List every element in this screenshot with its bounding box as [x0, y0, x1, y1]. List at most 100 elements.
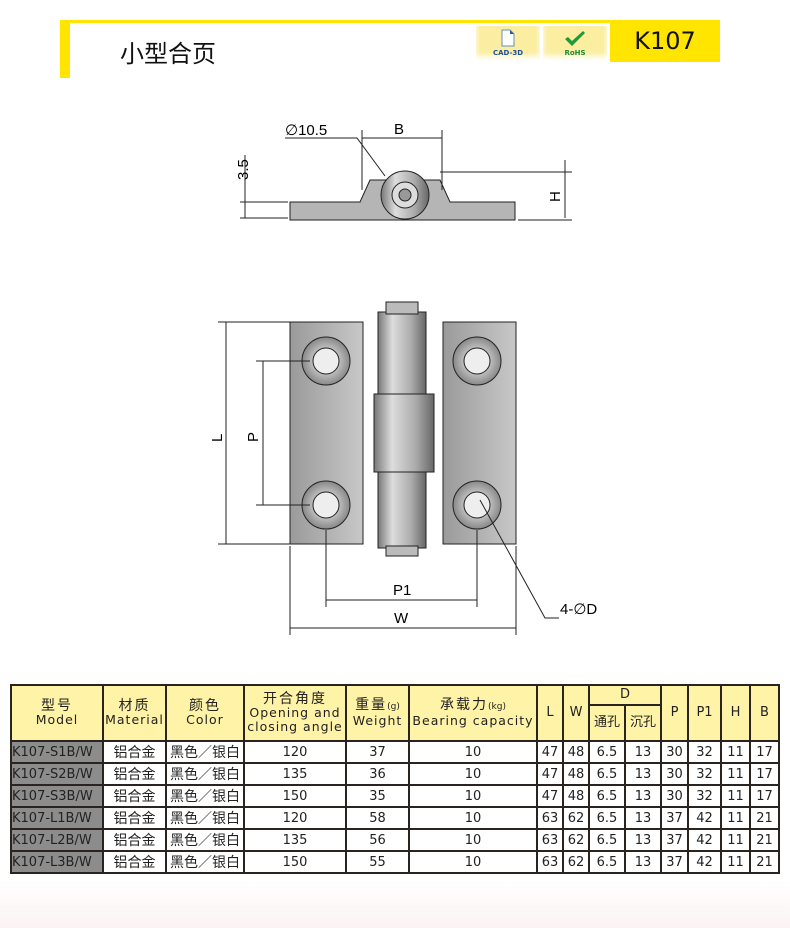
table-cell: 10 — [408, 740, 538, 764]
hinge-drawing: ∅10.5 B 3.5 H L P P1 W 4-∅D — [209, 121, 597, 635]
table-cell: 63 — [536, 850, 564, 874]
table-cell: 黑色／银白 — [165, 762, 245, 786]
table-cell: 58 — [345, 806, 410, 830]
table-cell: 120 — [243, 806, 347, 830]
table-cell: 37 — [345, 740, 410, 764]
table-cell: 11 — [720, 850, 751, 874]
table-cell: 37 — [660, 828, 689, 852]
dim-3-5: 3.5 — [235, 159, 252, 180]
table-cell: 37 — [660, 806, 689, 830]
table-cell: 135 — [243, 762, 347, 786]
header-angle-en1: Opening and — [249, 705, 341, 720]
header-angle-en2: closing angle — [247, 719, 343, 734]
table-cell: 铝合金 — [102, 740, 167, 764]
header-color-cn: 颜色 — [189, 698, 221, 714]
table-cell: 120 — [243, 740, 347, 764]
table-cell: 铝合金 — [102, 850, 167, 874]
rohs-badge[interactable]: RoHS — [543, 26, 607, 62]
model-cell: K107-S3B/W — [10, 784, 104, 808]
header-weight-cn: 重量 — [355, 697, 388, 713]
table-cell: 13 — [624, 850, 662, 874]
table-cell: 30 — [660, 740, 689, 764]
table-cell: 铝合金 — [102, 762, 167, 786]
table-cell: 42 — [687, 850, 722, 874]
header-h: H — [720, 684, 751, 742]
header-model-cn: 型号 — [41, 698, 73, 714]
header-bearing-en: Bearing capacity — [412, 713, 534, 728]
table-cell: 10 — [408, 828, 538, 852]
page-footer-fade — [0, 880, 790, 928]
dim-p1: P1 — [393, 582, 411, 599]
table-cell: 黑色／银白 — [165, 850, 245, 874]
table-cell: 36 — [345, 762, 410, 786]
table-cell: 11 — [720, 806, 751, 830]
model-number: K107 — [610, 21, 720, 62]
header-d: D — [588, 684, 662, 706]
table-cell: 32 — [687, 762, 722, 786]
table-cell: 11 — [720, 828, 751, 852]
table-cell: 11 — [720, 740, 751, 764]
accent-line — [60, 20, 720, 23]
table-cell: 13 — [624, 784, 662, 808]
header-p1: P1 — [687, 684, 722, 742]
table-cell: 6.5 — [588, 740, 626, 764]
table-cell: 17 — [749, 784, 780, 808]
table-cell: 55 — [345, 850, 410, 874]
header-bearing-unit: (kg) — [488, 702, 506, 712]
header-p: P — [660, 684, 689, 742]
table-cell: 62 — [562, 850, 590, 874]
table-cell: 6.5 — [588, 784, 626, 808]
header-model-en: Model — [35, 712, 79, 727]
table-cell: 17 — [749, 740, 780, 764]
dim-w: W — [394, 610, 409, 627]
table-cell: 10 — [408, 784, 538, 808]
cad-3d-badge[interactable]: CAD-3D — [476, 26, 540, 62]
table-cell: 6.5 — [588, 806, 626, 830]
dim-phi: ∅10.5 — [285, 122, 327, 139]
dim-b: B — [394, 121, 404, 138]
header-l: L — [536, 684, 564, 742]
table-cell: 13 — [624, 828, 662, 852]
table-cell: 150 — [243, 850, 347, 874]
header-w: W — [562, 684, 590, 742]
table-cell: 21 — [749, 828, 780, 852]
table-cell: 135 — [243, 828, 347, 852]
table-cell: 21 — [749, 806, 780, 830]
header-material-cn: 材质 — [118, 698, 151, 714]
header-material-en: Material — [105, 712, 164, 727]
dim-l: L — [209, 434, 226, 442]
table-cell: 6.5 — [588, 850, 626, 874]
header-bearing-cn: 承载力 — [440, 697, 489, 713]
accent-bar — [60, 20, 70, 78]
table-cell: 13 — [624, 762, 662, 786]
table-cell: 黑色／银白 — [165, 806, 245, 830]
model-cell: K107-L1B/W — [10, 806, 104, 830]
table-cell: 47 — [536, 784, 564, 808]
table-cell: 48 — [562, 740, 590, 764]
header-angle-cn: 开合角度 — [263, 691, 327, 707]
table-cell: 13 — [624, 740, 662, 764]
table-cell: 32 — [687, 784, 722, 808]
table-cell: 62 — [562, 828, 590, 852]
table-cell: 42 — [687, 828, 722, 852]
header-weight-unit: (g) — [387, 702, 400, 712]
dim-d: 4-∅D — [560, 601, 597, 618]
header-d-counter: 沉孔 — [624, 704, 662, 742]
model-cell: K107-S2B/W — [10, 762, 104, 786]
table-cell: 铝合金 — [102, 806, 167, 830]
table-cell: 48 — [562, 762, 590, 786]
table-cell: 30 — [660, 784, 689, 808]
table-cell: 63 — [536, 806, 564, 830]
table-cell: 铝合金 — [102, 828, 167, 852]
table-cell: 黑色／银白 — [165, 828, 245, 852]
header-weight-en: Weight — [352, 713, 403, 728]
table-cell: 42 — [687, 806, 722, 830]
